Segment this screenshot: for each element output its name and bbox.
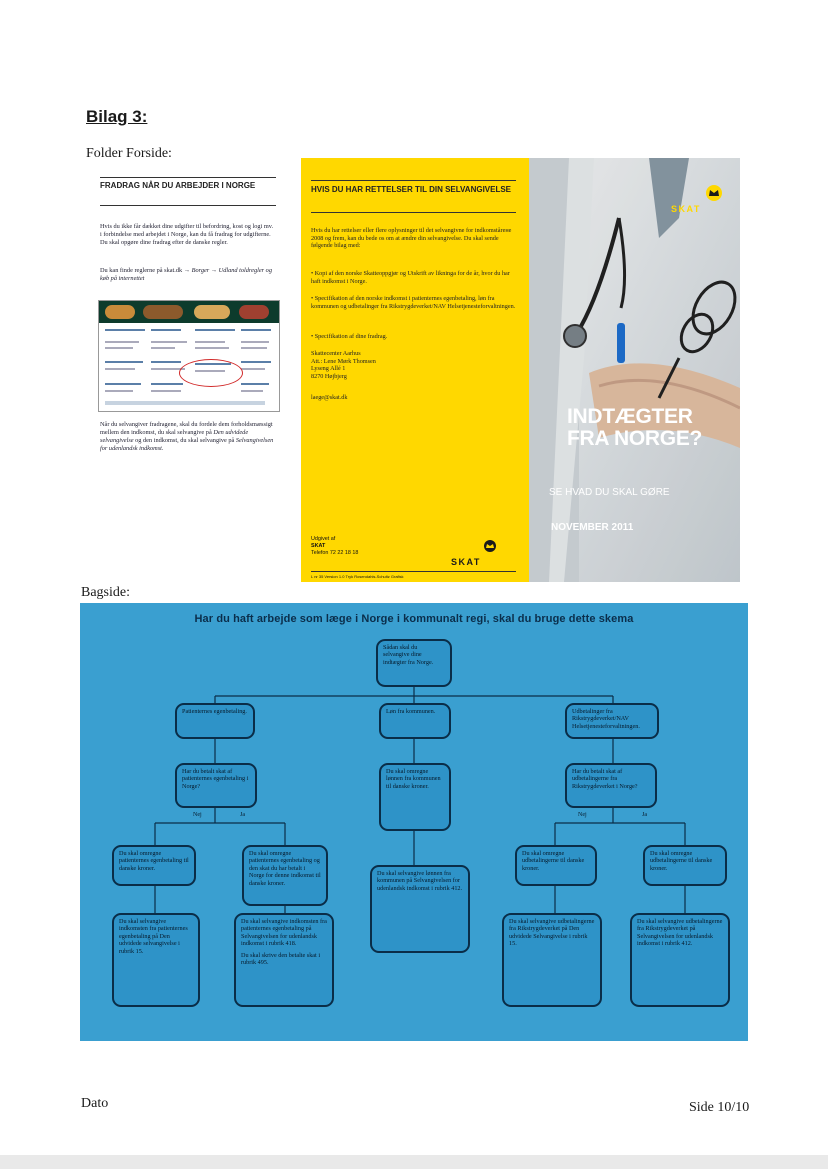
- page-number: Side 10/10: [689, 1100, 750, 1115]
- front-caption: Folder Forside:: [86, 146, 172, 161]
- cover-date: NOVEMBER 2011: [551, 522, 634, 533]
- cover-subtitle: SE HVAD DU SKAL GØRE: [549, 487, 670, 498]
- flow-col2-head: Løn fra kommunen.: [379, 703, 451, 739]
- flow-col1-head: Patienternes egenbetaling.: [175, 703, 255, 739]
- flow-col3-question: Har du betalt skat af udbetalingerne fra…: [565, 763, 657, 808]
- highlight-circle: [179, 359, 243, 387]
- divider: [311, 571, 516, 572]
- publisher-line: Udgivet af: [311, 536, 336, 542]
- para3-italic1: Den udvidede selvangivelse: [100, 429, 249, 444]
- flow-col3-head: Udbetalinger fra Rikstrygdeverket/NAV He…: [565, 703, 659, 739]
- folder-left-panel: FRADRAG NÅR DU ARBEJDER I NORGE Hvis du …: [88, 165, 288, 585]
- skat-logo: SKAT: [671, 204, 701, 214]
- flow-col3-ja-end: Du skal selvangive udbetalingerne fra Ri…: [630, 913, 730, 1007]
- folder-middle-intro: Hvis du har rettelser eller flere oplysn…: [311, 227, 512, 249]
- back-caption: Bagside:: [81, 585, 130, 600]
- print-line: L nr 35 Version 1.0 Tryk Rosendahls-Schu…: [311, 574, 404, 579]
- folder-middle-panel: HVIS DU HAR RETTELSER TIL DIN SELVANGIVE…: [301, 158, 529, 582]
- divider: [311, 180, 516, 181]
- divider: [100, 205, 276, 206]
- folder-left-para1: Hvis du ikke får dækket dine udgifter ti…: [100, 223, 274, 246]
- website-screenshot: [98, 300, 280, 412]
- flowchart-title: Har du haft arbejde som læge i Norge i k…: [194, 613, 634, 625]
- bullet-3: • Specifikation af dine fradrag.: [311, 333, 388, 340]
- yes-label: Ja: [240, 812, 245, 818]
- doctor-photo: [529, 158, 740, 582]
- folder-left-title: FRADRAG NÅR DU ARBEJDER I NORGE: [100, 181, 256, 190]
- flow-col3-nej-end: Du skal selvangive udbetalingerne fra Ri…: [502, 913, 602, 1007]
- folder-left-para3: Når du selvangiver fradragene, skal du f…: [100, 421, 276, 453]
- crown-icon: [484, 540, 496, 552]
- website-banner: [99, 301, 279, 323]
- para3-italic2: Selvangivelsen for udenlandsk indkomst: [100, 437, 274, 452]
- skat-logo: SKAT: [451, 557, 481, 567]
- address-block: Skattecenter Aarhus Att.: Lene Mørk Thom…: [311, 350, 516, 380]
- address-line: 8270 Højbjerg: [311, 372, 347, 380]
- flow-col1-question: Har du betalt skat af patienternes egenb…: [175, 763, 257, 808]
- cover-title-line1: INDTÆGTER: [567, 405, 693, 428]
- bottom-strip: [0, 1155, 828, 1169]
- address-line: Lyseng Allé 1: [311, 365, 346, 372]
- bullet-3-text: Specifikation af dine fradrag.: [314, 333, 388, 340]
- para3-text: Når du selvangiver fradragene, skal du f…: [100, 421, 273, 436]
- bullet-2-text: Specifikation af den norske indkomst i p…: [311, 295, 516, 310]
- flowchart-connectors: [154, 687, 686, 913]
- no-label: Nej: [193, 812, 202, 818]
- flow-col2-end-box: Du skal selvangive lønnen fra kommunen p…: [370, 865, 470, 953]
- flow-col1-ja-end: Du skal selvangive indkomsten fra patien…: [234, 913, 334, 1007]
- folder-cover-panel: SKAT INDTÆGTER FRA NORGE? SE HVAD DU SKA…: [529, 158, 740, 582]
- publisher-line: SKAT: [311, 543, 326, 549]
- flowchart: Har du haft arbejde som læge i Norge i k…: [80, 603, 748, 1041]
- cover-title-line2: FRA NORGE?: [567, 427, 703, 450]
- footer-date-label: Dato: [81, 1096, 109, 1111]
- bullet-1: • Kopi af den norske Skatteoppgjør og Ut…: [311, 270, 510, 285]
- publisher-line: Telefon 72 22 18 18: [311, 550, 359, 556]
- flow-start-box: Sådan skal du selvangive dine indtægter …: [376, 639, 452, 687]
- flow-col3-nej-box: Du skal omregne udbetalingerne til dansk…: [515, 845, 597, 886]
- email-text: laege@skat.dk: [311, 394, 348, 401]
- publisher-block: Udgivet af SKAT Telefon 72 22 18 18: [311, 536, 358, 557]
- folder-middle-title: HVIS DU HAR RETTELSER TIL DIN SELVANGIVE…: [311, 185, 512, 194]
- para2-text: Du kan finde reglerne på skat.dk →: [100, 267, 192, 274]
- para2-link: Borger → Udland toldregler og køb på int…: [100, 267, 272, 282]
- address-line: Skattecenter Aarhus: [311, 350, 361, 357]
- no-label: Nej: [578, 812, 587, 818]
- bullet-2: • Specifikation af den norske indkomst i…: [311, 295, 516, 310]
- divider: [311, 212, 516, 213]
- col1-ja-end-text: Du skal selvangive indkomsten fra patien…: [241, 918, 327, 948]
- flow-col2-convert: Du skal omregne lønnen fra kommunen til …: [379, 763, 451, 831]
- bullet-1-text: Kopi af den norske Skatteoppgjør og Utsk…: [311, 270, 510, 285]
- folder-left-para2: Du kan finde reglerne på skat.dk → Borge…: [100, 267, 276, 283]
- divider: [100, 177, 276, 178]
- crown-icon: [706, 185, 722, 201]
- yes-label: Ja: [642, 812, 647, 818]
- page-heading: Bilag 3:: [86, 107, 148, 126]
- address-line: Att.: Lene Mørk Thomsen: [311, 357, 376, 365]
- para3-mid: og den indkomst, du skal selvangive på: [133, 437, 236, 444]
- flow-col1-nej-box: Du skal omregne patienternes egenbetalin…: [112, 845, 196, 886]
- flow-col1-ja-box: Du skal omregne patienternes egenbetalin…: [242, 845, 328, 906]
- col1-ja-end-text2: Du skal skrive den betalte skat i rubrik…: [241, 951, 321, 967]
- para3-end: .: [161, 445, 164, 452]
- flow-col1-nej-end: Du skal selvangive indkomsten fra patien…: [112, 913, 200, 1007]
- flow-col3-ja-box: Du skal omregne udbetalingerne til dansk…: [643, 845, 727, 886]
